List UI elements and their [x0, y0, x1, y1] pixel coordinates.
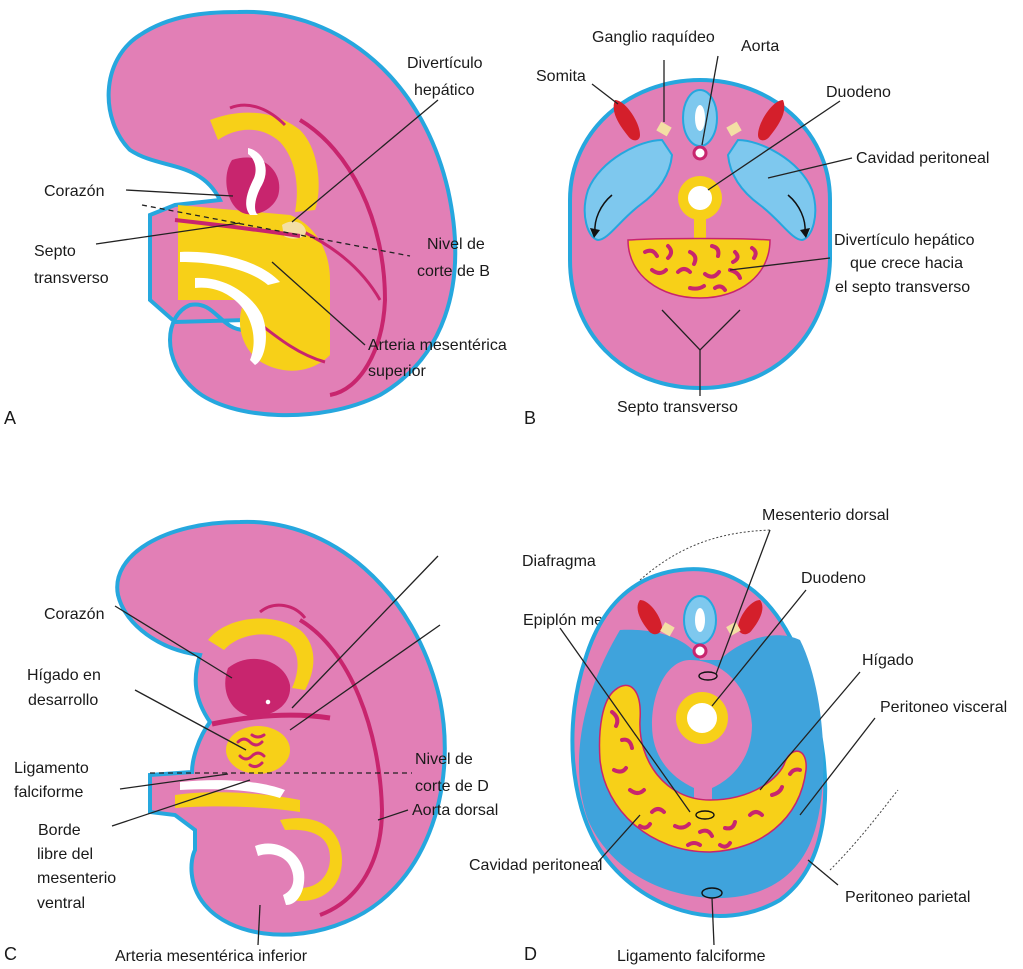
aorta-d	[694, 645, 706, 657]
panel-letter-d: D	[524, 944, 537, 964]
label-diverticulo-a-2: hepático	[414, 82, 475, 99]
label-parietal-d: Peritoneo parietal	[845, 889, 970, 906]
label-arteria-a-1: Arteria mesentérica	[368, 337, 507, 354]
label-arteria-a-2: superior	[368, 363, 426, 380]
label-cavidad-d: Cavidad peritoneal	[469, 857, 602, 874]
label-borde-c-1: Borde	[38, 822, 81, 839]
aorta-b	[694, 147, 706, 159]
label-borde-c-4: ventral	[37, 895, 85, 912]
label-ligamento-c-2: falciforme	[14, 784, 83, 801]
label-ligamento-c-1: Ligamento	[14, 760, 89, 777]
label-nivel-a-2: corte de B	[417, 263, 490, 280]
label-higado-d: Hígado	[862, 652, 914, 669]
panel-letter-c: C	[4, 944, 17, 964]
label-septo-b: Septo transverso	[617, 399, 738, 416]
label-visceral-d: Peritoneo visceral	[880, 699, 1007, 716]
label-arteria-c: Arteria mesentérica inferior	[115, 948, 308, 965]
panel-letter-a: A	[4, 408, 16, 428]
label-ganglio-b: Ganglio raquídeo	[592, 29, 715, 46]
panel-a: Corazón Septo transverso Divertículo hep…	[4, 12, 507, 428]
label-septo-a-2: transverso	[34, 270, 109, 287]
label-septo-a-1: Septo	[34, 243, 76, 260]
label-diverticulo-a-1: Divertículo	[407, 55, 483, 72]
label-div-b-3: el septo transverso	[835, 279, 970, 296]
label-ligamento-d: Ligamento falciforme	[617, 948, 766, 965]
label-aorta-c: Aorta dorsal	[412, 802, 498, 819]
panel-b: Ganglio raquídeo Aorta Somita Duodeno Ca…	[524, 29, 989, 428]
label-somita-b: Somita	[536, 68, 586, 85]
label-borde-c-2: libre del	[37, 846, 93, 863]
label-aorta-b: Aorta	[741, 38, 779, 55]
label-diafragma-c: Diafragma	[522, 553, 596, 570]
label-nivel-c-1: Nivel de	[415, 751, 473, 768]
label-higado-c-2: desarrollo	[28, 692, 98, 709]
label-nivel-c-2: corte de D	[415, 778, 489, 795]
panel-c: Diafragma Corazón Epiplón menor Hígado e…	[4, 522, 627, 965]
panel-letter-b: B	[524, 408, 536, 428]
label-mesenterio-d: Mesenterio dorsal	[762, 507, 889, 524]
label-nivel-a-1: Nivel de	[427, 236, 485, 253]
label-div-b-1: Divertículo hepático	[834, 232, 975, 249]
panel-d: Mesenterio dorsal Duodeno Hígado Periton…	[469, 507, 1007, 965]
label-higado-c-1: Hígado en	[27, 667, 101, 684]
label-corazon-a: Corazón	[44, 183, 104, 200]
label-borde-c-3: mesenterio	[37, 870, 116, 887]
label-duodeno-b: Duodeno	[826, 84, 891, 101]
label-corazon-c: Corazón	[44, 606, 104, 623]
embryo-body-c	[117, 522, 445, 935]
label-duodeno-d: Duodeno	[801, 570, 866, 587]
label-div-b-2: que crece hacia	[850, 255, 963, 272]
label-cavidad-b: Cavidad peritoneal	[856, 150, 989, 167]
